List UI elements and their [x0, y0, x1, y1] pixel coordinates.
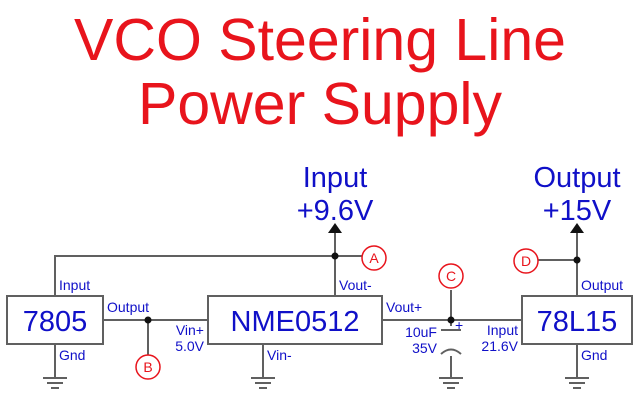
junction-dot-c: [447, 316, 455, 324]
output-rail-voltage: +15V: [543, 195, 612, 227]
pin-7805-gnd: Gnd: [59, 347, 85, 363]
pin-78l15-input: Input: [487, 322, 518, 338]
pin-nme-vout-plus: Vout+: [386, 299, 422, 315]
input-rail-voltage: +9.6V: [297, 195, 374, 227]
junction-dot-a: [331, 252, 339, 260]
pin-nme-vout-minus: Vout-: [339, 277, 372, 293]
pin-nme-vin-minus: Vin-: [267, 347, 292, 363]
test-point-a: A: [361, 245, 387, 271]
test-point-d: D: [513, 248, 539, 274]
wires: [54, 233, 578, 378]
ic-nme0512-name: NME0512: [231, 306, 360, 338]
pin-7805-output: Output: [107, 299, 149, 315]
ic-78l15-name: 78L15: [537, 306, 618, 338]
capacitor-plate-bottom: [440, 348, 462, 355]
ground-icon: [439, 377, 463, 389]
test-point-c-label: C: [446, 268, 456, 284]
capacitor-value: 10uF: [405, 324, 437, 340]
pin-7805-input: Input: [59, 277, 90, 293]
input-rail-arrow: [328, 223, 342, 233]
ic-7805-name: 7805: [23, 306, 88, 338]
ground-icon: [251, 377, 275, 389]
capacitor-polarity: +: [455, 317, 463, 333]
wire-input-rail: [54, 255, 336, 296]
input-rail-label: Input: [303, 162, 368, 194]
ground-icon: [43, 377, 67, 389]
test-point-d-label: D: [521, 253, 531, 269]
pin-nme-vin-voltage: 5.0V: [175, 338, 204, 354]
test-point-b-label: B: [143, 359, 152, 375]
output-rail-arrow: [570, 223, 584, 233]
pin-78l15-input-voltage: 21.6V: [481, 338, 518, 354]
test-point-a-label: A: [369, 250, 379, 266]
pin-nme-vin-plus: Vin+: [176, 322, 204, 338]
capacitor: + 10uF 35V: [405, 317, 463, 356]
pin-78l15-output: Output: [581, 277, 623, 293]
capacitor-rating: 35V: [412, 340, 438, 356]
junction-dot-b: [144, 316, 152, 324]
component-78l15: 78L15 Input 21.6V Output Gnd: [481, 277, 633, 363]
component-7805: 7805 Input Output Gnd: [6, 277, 149, 363]
ground-icon: [565, 377, 589, 389]
component-nme0512: NME0512 Vin+ 5.0V Vin- Vout- Vout+: [175, 277, 422, 363]
test-point-c: C: [438, 263, 464, 289]
title-line-2: Power Supply: [138, 71, 503, 137]
junction-dot-d: [573, 256, 581, 264]
output-rail-label: Output: [533, 162, 620, 194]
pin-78l15-gnd: Gnd: [581, 347, 607, 363]
title-line-1: VCO Steering Line: [74, 7, 566, 73]
ground-symbols: [43, 377, 589, 389]
test-point-b: B: [135, 354, 161, 380]
